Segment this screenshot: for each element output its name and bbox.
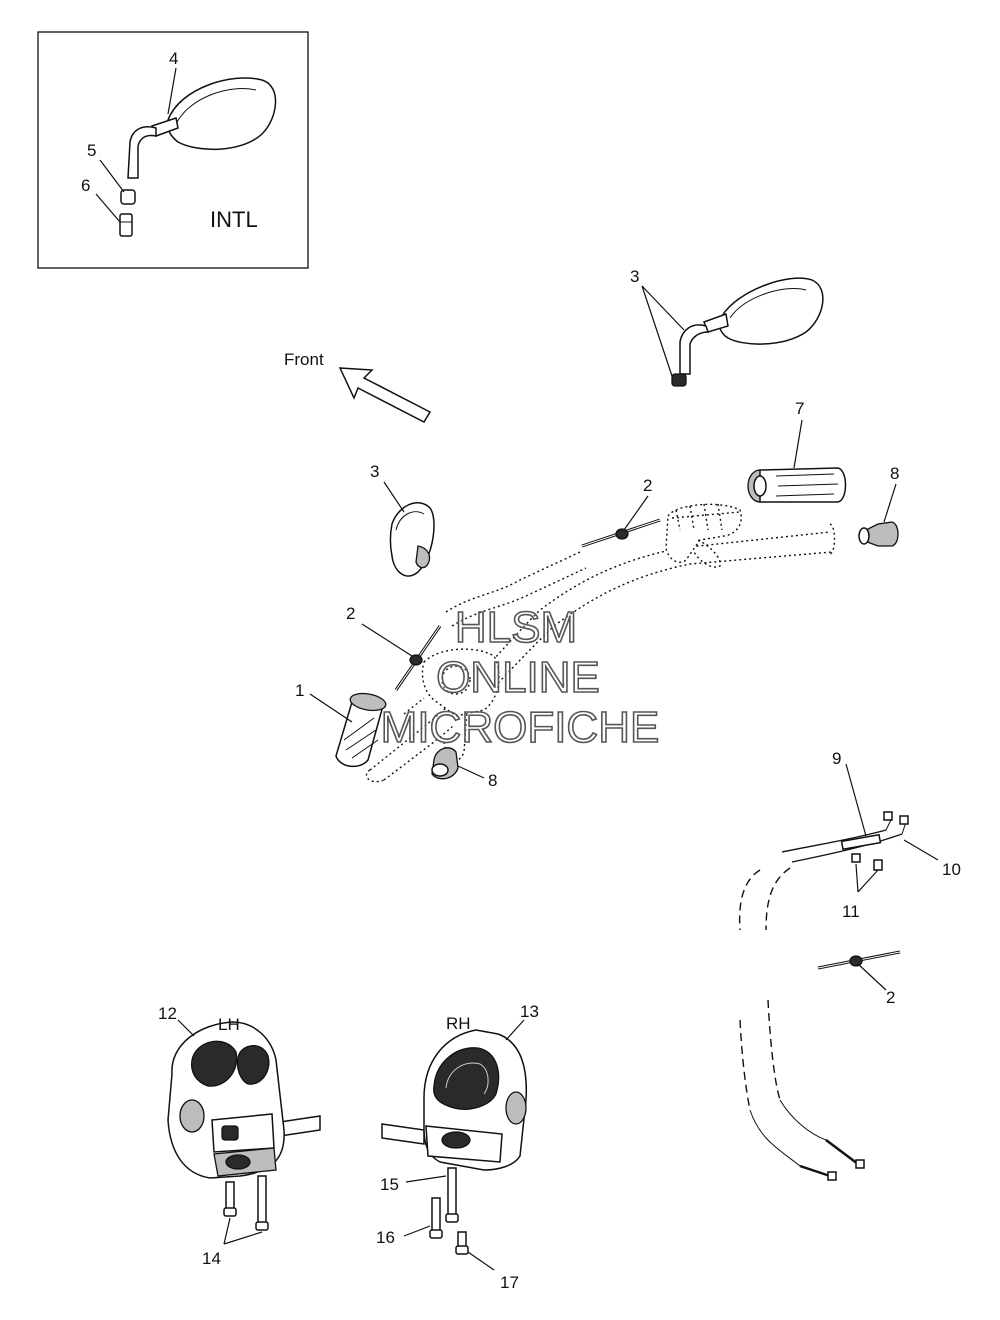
throttle-cables bbox=[738, 811, 909, 1181]
left-control-housing bbox=[403, 648, 500, 717]
cable-tie-upper bbox=[581, 518, 661, 548]
left-grip bbox=[335, 692, 387, 768]
watermark-line-3: MICROFICHE bbox=[381, 703, 660, 752]
callout-7: 7 bbox=[795, 399, 804, 418]
cable-tie-lower bbox=[817, 950, 901, 970]
right-switch-screws bbox=[429, 1167, 469, 1255]
callout-13: 13 bbox=[520, 1002, 539, 1021]
callout-12: 12 bbox=[158, 1004, 177, 1023]
right-bar-end bbox=[858, 521, 899, 547]
right-control-housing bbox=[665, 503, 742, 568]
callout-8-left: 8 bbox=[488, 771, 497, 790]
intl-nut bbox=[120, 189, 136, 205]
callout-4: 4 bbox=[169, 49, 178, 68]
lh-label: LH bbox=[218, 1015, 240, 1034]
callout-14: 14 bbox=[202, 1249, 221, 1268]
callout-16: 16 bbox=[376, 1228, 395, 1247]
front-label: Front bbox=[284, 350, 324, 369]
right-grip bbox=[747, 467, 847, 503]
inset-label: INTL bbox=[210, 207, 258, 232]
callout-2-lower: 2 bbox=[886, 988, 895, 1007]
front-arrow-icon bbox=[338, 367, 432, 423]
callout-11: 11 bbox=[842, 902, 860, 921]
left-switch-housing bbox=[167, 1021, 321, 1179]
intl-adapter bbox=[119, 213, 133, 237]
callout-17: 17 bbox=[500, 1273, 519, 1292]
inset-border bbox=[37, 31, 309, 269]
right-switch-housing bbox=[381, 1029, 528, 1171]
callout-2-upper: 2 bbox=[643, 476, 652, 495]
rh-label: RH bbox=[446, 1014, 471, 1033]
callout-6: 6 bbox=[81, 176, 90, 195]
callout-1: 1 bbox=[295, 681, 304, 700]
left-bar-end bbox=[431, 747, 459, 780]
callout-5: 5 bbox=[87, 141, 96, 160]
front-indicator: Front bbox=[284, 350, 432, 423]
callout-15: 15 bbox=[380, 1175, 399, 1194]
cable-tie-middle bbox=[394, 625, 442, 691]
callout-9: 9 bbox=[832, 749, 841, 768]
watermark-line-2: ONLINE bbox=[436, 653, 600, 702]
callout-3-right-mirror: 3 bbox=[630, 267, 639, 286]
right-mirror bbox=[671, 277, 824, 387]
watermark-line-1: HLSM bbox=[455, 603, 577, 652]
left-switch-screws bbox=[223, 1175, 269, 1231]
callout-10: 10 bbox=[942, 860, 961, 879]
left-mirror bbox=[389, 502, 435, 577]
intl-inset: 4 5 6 INTL bbox=[37, 31, 309, 269]
watermark: HLSM ONLINE MICROFICHE bbox=[380, 602, 660, 753]
callout-3-left-mirror: 3 bbox=[370, 462, 379, 481]
intl-mirror bbox=[127, 77, 277, 179]
callout-2-middle: 2 bbox=[346, 604, 355, 623]
callout-8-right: 8 bbox=[890, 464, 899, 483]
